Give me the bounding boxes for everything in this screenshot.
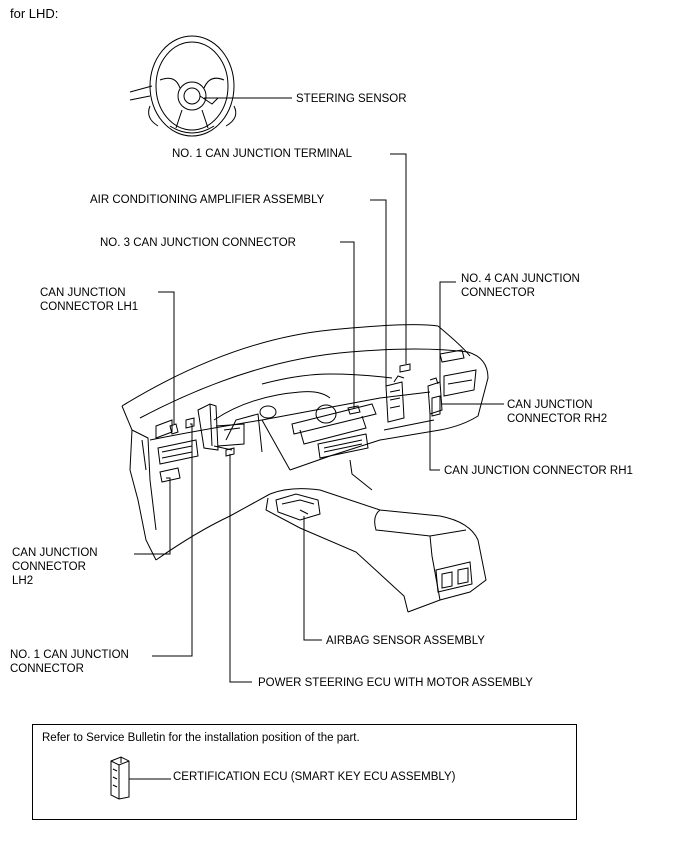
center-console-drawing — [265, 459, 487, 613]
label-no1-can-junction-terminal: NO. 1 CAN JUNCTION TERMINAL — [172, 148, 352, 160]
label-power-steering-ecu: POWER STEERING ECU WITH MOTOR ASSEMBLY — [258, 677, 533, 689]
label-lh1-line-2: CONNECTOR LH1 — [40, 301, 139, 313]
leader-lines — [134, 97, 504, 683]
label-rh2-line-2: CONNECTOR RH2 — [507, 413, 608, 425]
certification-ecu-label: CERTIFICATION ECU (SMART KEY ECU ASSEMBL… — [173, 771, 456, 783]
label-no4-can-junction-connector: NO. 4 CAN JUNCTION CONNECTOR — [461, 272, 580, 300]
diagram-heading: for LHD: — [10, 6, 59, 21]
label-no3-can-junction-connector: NO. 3 CAN JUNCTION CONNECTOR — [100, 237, 296, 249]
connector-parts — [169, 363, 443, 457]
label-air-conditioning-amplifier: AIR CONDITIONING AMPLIFIER ASSEMBLY — [90, 194, 325, 206]
label-lh2-line-2: CONNECTOR — [12, 561, 86, 573]
label-no4-line-2: CONNECTOR — [461, 287, 535, 299]
label-steering-sensor: STEERING SENSOR — [296, 93, 407, 105]
label-can-junction-connector-rh1: CAN JUNCTION CONNECTOR RH1 — [444, 465, 633, 477]
label-no1-connector-line-1: NO. 1 CAN JUNCTION — [10, 649, 129, 661]
label-can-junction-connector-lh1: CAN JUNCTION CONNECTOR LH1 — [40, 286, 138, 314]
steering-wheel-drawing — [129, 35, 237, 137]
label-rh2-line-1: CAN JUNCTION — [507, 399, 593, 411]
label-can-junction-connector-rh2: CAN JUNCTION CONNECTOR RH2 — [507, 398, 607, 426]
service-bulletin-note-text: Refer to Service Bulletin for the instal… — [42, 732, 360, 744]
label-lh1-line-1: CAN JUNCTION — [40, 287, 126, 299]
service-bulletin-note-box: Refer to Service Bulletin for the instal… — [32, 724, 577, 820]
label-can-junction-connector-lh2: CAN JUNCTION CONNECTOR LH2 — [12, 546, 98, 588]
label-no1-can-junction-connector: NO. 1 CAN JUNCTION CONNECTOR — [10, 648, 129, 676]
label-airbag-sensor-assembly: AIRBAG SENSOR ASSEMBLY — [326, 635, 485, 647]
label-lh2-line-3: LH2 — [12, 575, 34, 587]
label-no4-line-1: NO. 4 CAN JUNCTION — [461, 273, 580, 285]
certification-ecu-icon — [110, 756, 171, 800]
label-no1-connector-line-2: CONNECTOR — [10, 663, 84, 675]
label-lh2-line-1: CAN JUNCTION — [12, 547, 98, 559]
dashboard-drawing — [121, 324, 489, 561]
